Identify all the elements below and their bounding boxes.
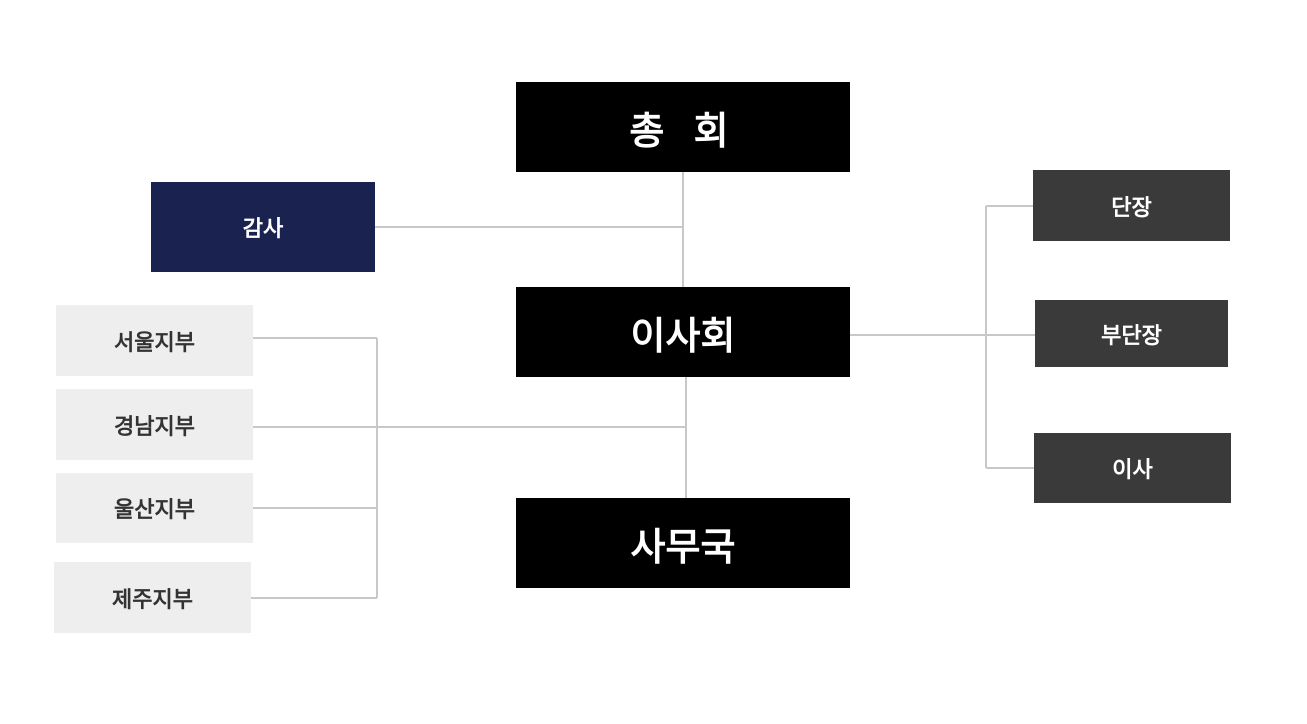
executive-label: 이사 [1112,458,1153,483]
audit-box: 감사 [151,182,375,272]
secretariat-box: 사무국 [516,498,850,588]
branch-box-gyeongnam: 경남지부 [56,389,253,460]
executive-box-director: 이사 [1034,433,1231,503]
secretariat-label: 사무국 [630,524,736,569]
branch-box-seoul: 서울지부 [56,305,253,376]
branch-label: 경남지부 [114,414,195,440]
board-of-directors-label: 이사회 [630,313,736,358]
branch-label: 서울지부 [114,330,195,356]
general-assembly-label: 총 회 [629,108,737,153]
audit-label: 감사 [242,217,284,242]
executive-box-deputy-leader: 부단장 [1035,300,1228,367]
executive-label: 단장 [1111,195,1152,221]
branch-box-jeju: 제주지부 [54,562,251,633]
branch-label: 울산지부 [114,498,195,523]
branch-label: 제주지부 [112,587,193,613]
executive-label: 부단장 [1101,323,1162,349]
branch-box-ulsan: 울산지부 [56,473,253,543]
board-of-directors-box: 이사회 [516,287,850,377]
general-assembly-box: 총 회 [516,82,850,172]
executive-box-leader: 단장 [1033,170,1230,241]
